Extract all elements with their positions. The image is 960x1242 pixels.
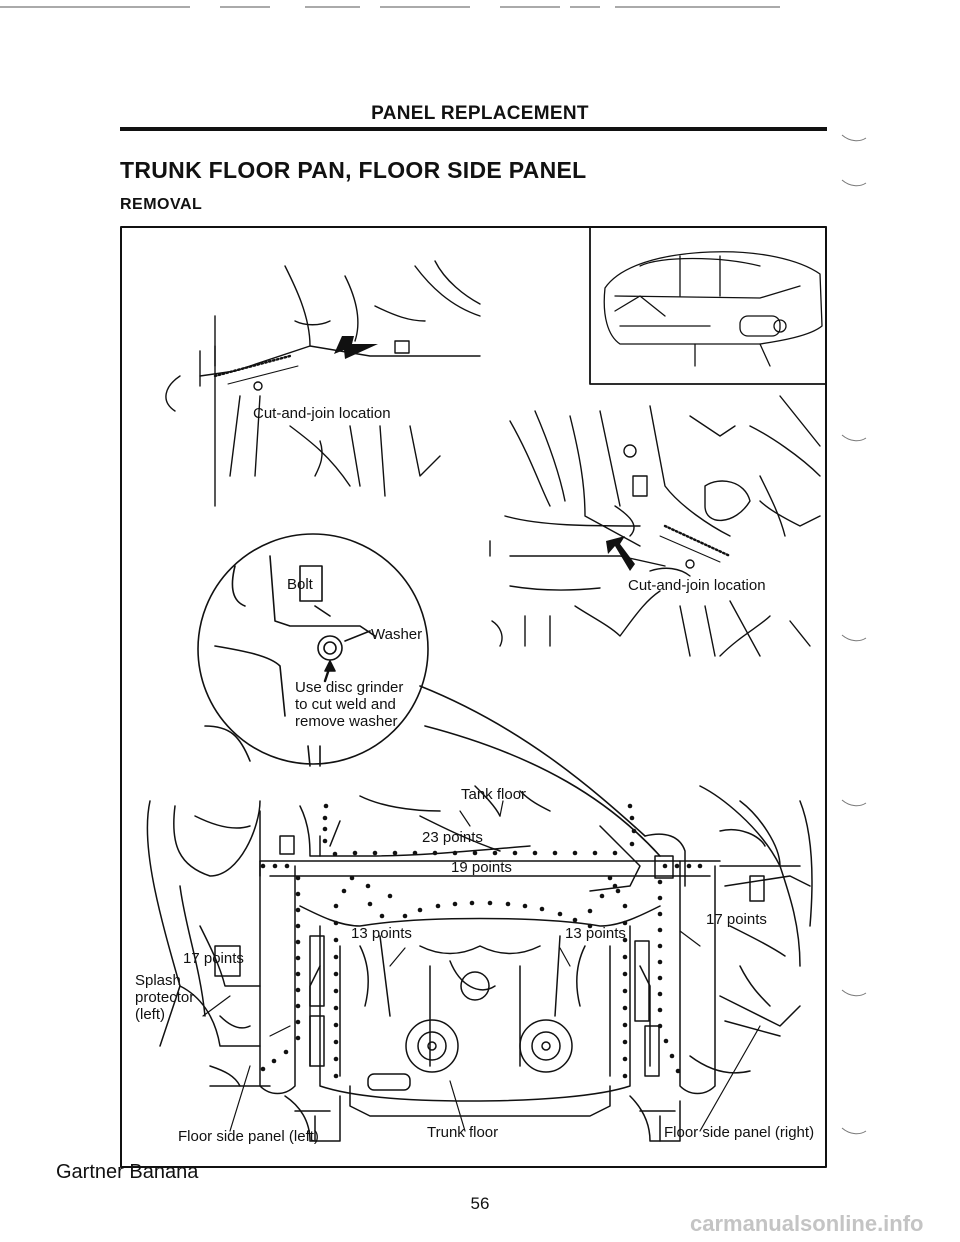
splash-protector-line2: protector xyxy=(135,989,194,1006)
grinder-note-line2: to cut weld and xyxy=(295,696,396,713)
points-17-right-label: 17 points xyxy=(706,911,767,928)
leader-lines xyxy=(202,800,761,1132)
scan-marks-right xyxy=(841,134,867,1135)
spot-weld-dots xyxy=(260,803,703,1079)
scan-marks-top xyxy=(0,6,780,8)
page-title: TRUNK FLOOR PAN, FLOOR SIDE PANEL xyxy=(120,157,587,183)
cut-join-label-left: Cut-and-join location xyxy=(253,405,391,422)
points-19-label: 19 points xyxy=(451,859,512,876)
grinder-note-line1: Use disc grinder xyxy=(295,679,403,696)
trunk-floor-label: Trunk floor xyxy=(427,1124,498,1141)
header-rule xyxy=(120,127,827,131)
page-subtitle: REMOVAL xyxy=(120,196,203,213)
splash-protector-line3: (left) xyxy=(135,1006,165,1023)
points-13-left-label: 13 points xyxy=(351,925,412,942)
vehicle-inset xyxy=(589,226,827,385)
page-number: 56 xyxy=(470,1194,490,1213)
car-illustration xyxy=(603,251,823,367)
removal-diagram: Cut-and-join location Cut-and-join locat… xyxy=(120,226,827,1168)
watermark-text: Gartner Banana xyxy=(56,1161,199,1183)
right-bracket xyxy=(654,855,674,879)
points-23-label: 23 points xyxy=(422,829,483,846)
left-rail xyxy=(309,935,325,1007)
floor-side-left-label: Floor side panel (left) xyxy=(178,1128,319,1145)
arrow-right-icon xyxy=(606,536,635,571)
left-bracket xyxy=(279,835,295,855)
floor-side-right-label: Floor side panel (right) xyxy=(664,1124,814,1141)
arrow-left-icon xyxy=(334,336,378,359)
points-13-right-label: 13 points xyxy=(565,925,626,942)
grinder-note-line3: remove washer xyxy=(295,713,398,730)
removal-figure: Cut-and-join location Cut-and-join locat… xyxy=(120,226,827,1168)
detail-left-sketch xyxy=(165,260,481,507)
detail-right-sketch xyxy=(489,395,821,657)
left-round-plate xyxy=(405,1019,459,1073)
section-header: PANEL REPLACEMENT xyxy=(371,103,589,124)
right-rail xyxy=(634,940,650,1022)
washer-label: Washer xyxy=(371,626,422,643)
splash-protector-line1: Splash xyxy=(135,972,181,989)
bolt-label: Bolt xyxy=(287,576,314,593)
site-watermark: carmanualsonline.info xyxy=(690,1211,924,1236)
right-round-plate xyxy=(519,1019,573,1073)
floor-pan-drawing xyxy=(146,785,813,1142)
cut-join-label-right: Cut-and-join location xyxy=(628,577,766,594)
bolt-washer-callout xyxy=(197,533,661,857)
tank-floor-label: Tank floor xyxy=(461,786,526,803)
points-17-left-label: 17 points xyxy=(183,950,244,967)
